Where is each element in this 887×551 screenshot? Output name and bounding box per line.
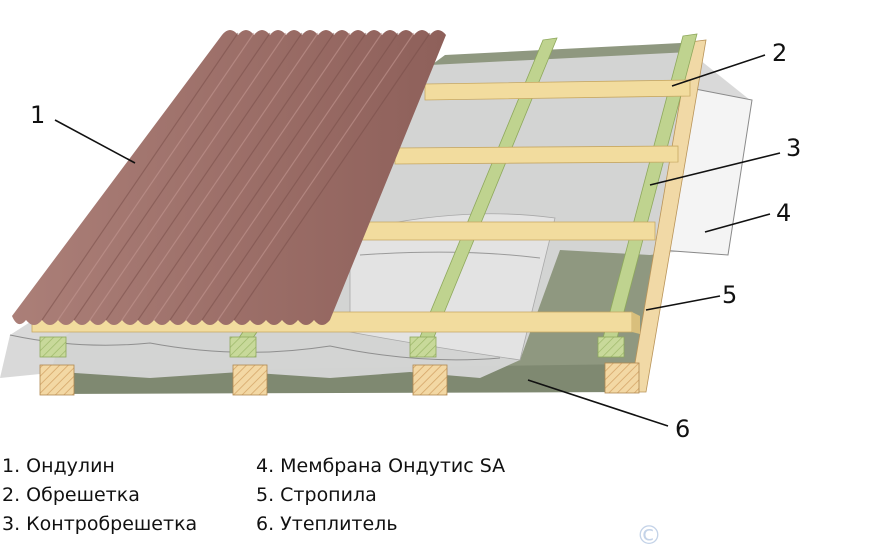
roof-diagram-stage: 1 2 3 4 5 6 1. Ондулин 2. Обрешетка 3. К… [0,30,801,551]
legend-item-battens: 2. Обрешетка [2,484,140,506]
watermark: © [636,521,664,551]
callout-1: 1 [30,101,45,129]
callout-5: 5 [722,281,737,309]
legend-item-membrane: 4. Мембрана Ондутис SA [256,455,506,477]
roof-layers-diagram: 1 2 3 4 5 6 [0,30,801,443]
legend-left: 1. Ондулин 2. Обрешетка 3. Контробрешетк… [2,452,197,539]
legend-item-insulation: 6. Утеплитель [256,513,398,535]
legend-item-rafters: 5. Стропила [256,484,377,506]
legend-item-counter-battens: 3. Контробрешетка [2,513,198,535]
callout-3: 3 [786,134,801,162]
callout-leader-lines [54,54,781,427]
callout-2: 2 [772,39,787,67]
callout-4: 4 [776,199,791,227]
rafters [39,39,707,396]
legend-item-ondulin: 1. Ондулин [2,455,115,477]
callout-6: 6 [675,415,690,443]
ondulin-sheets [12,30,446,325]
legend-right: 4. Мембрана Ондутис SA 5. Стропила 6. Ут… [256,452,505,539]
